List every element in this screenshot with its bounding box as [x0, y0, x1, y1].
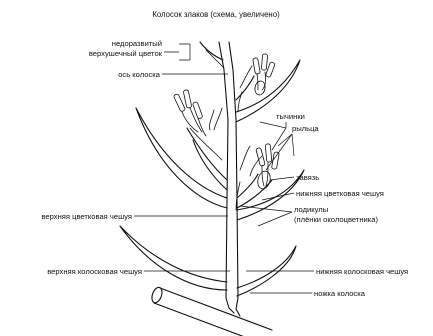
spikelet-drawing — [120, 42, 304, 336]
label-stigmas: рыльца — [292, 124, 319, 133]
label-axis: ось колоска — [118, 70, 161, 79]
label-underdeveloped-line2: верхушечный цветок — [89, 49, 163, 58]
label-ovary: завязь — [296, 173, 319, 182]
upper-glume-shape — [120, 226, 227, 290]
label-lodicules-line2: (плёнки околоцветника) — [294, 215, 378, 224]
diagram-title: Колосок злаков (схема, увеличено) — [152, 10, 280, 19]
apical-floret-shape — [200, 42, 224, 68]
pedicel-shape — [150, 286, 272, 336]
label-lower-glume: нижняя колосковая чешуя — [316, 267, 408, 276]
callout-lines — [134, 44, 314, 293]
left-floret-shape — [136, 90, 227, 208]
label-pedicel: ножка колоска — [314, 289, 366, 298]
label-stamens: тычинки — [276, 112, 305, 121]
label-underdeveloped-line1: недоразвитый — [112, 39, 162, 48]
label-lower-lemma: нижняя цветковая чешуя — [296, 189, 384, 198]
label-lodicules-line1: лодикулы — [294, 205, 328, 214]
label-upper-palea: верхняя цветковая чешуя — [41, 212, 132, 221]
label-upper-glume: верхняя колосковая чешуя — [47, 267, 142, 276]
spikelet-axis — [219, 42, 238, 298]
